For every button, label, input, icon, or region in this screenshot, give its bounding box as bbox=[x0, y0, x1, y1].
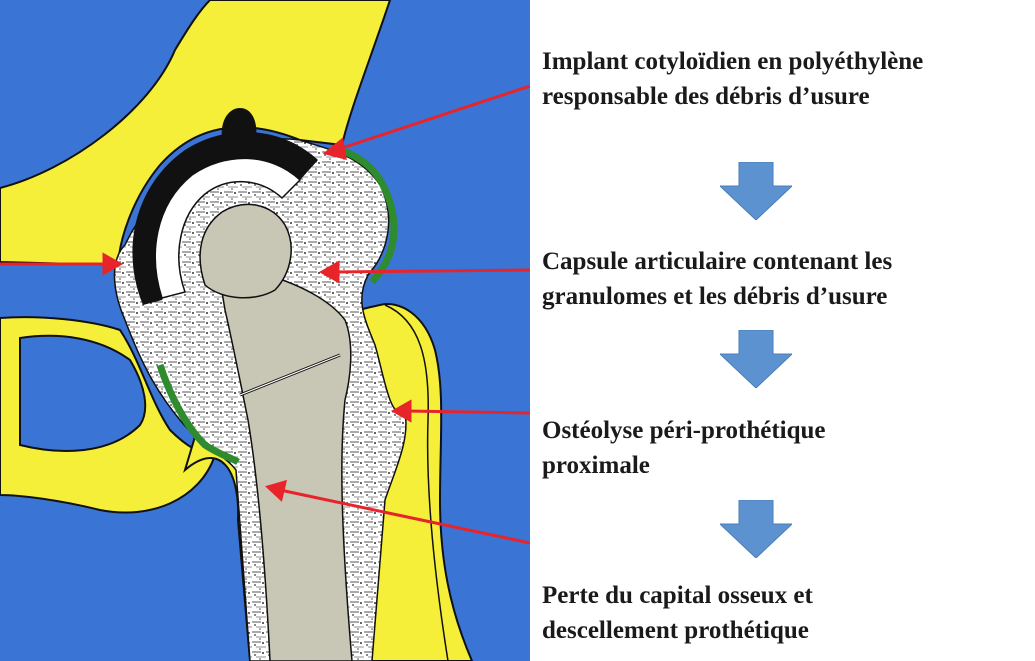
step-label-line: responsable des débris d’usure bbox=[542, 79, 1032, 114]
step-label-line: descellement prothétique bbox=[542, 613, 1032, 648]
hip-prosthesis-illustration bbox=[0, 0, 530, 661]
down-arrow-icon bbox=[720, 500, 792, 558]
step-label-bone-loss: Perte du capital osseux et descellement … bbox=[542, 578, 1032, 648]
step-label-line: Ostéolyse péri-prothétique bbox=[542, 413, 1032, 448]
step-label-line: Perte du capital osseux et bbox=[542, 578, 1032, 613]
step-label-joint-capsule: Capsule articulaire contenant les granul… bbox=[542, 244, 1032, 314]
down-arrow-icon bbox=[720, 330, 792, 388]
step-label-line: Capsule articulaire contenant les bbox=[542, 244, 1032, 279]
down-arrow-icon bbox=[720, 162, 792, 220]
step-label-line: proximale bbox=[542, 448, 1032, 483]
step-label-cup-implant: Implant cotyloïdien en polyéthylène resp… bbox=[542, 44, 1032, 114]
step-label-osteolysis: Ostéolyse péri-prothétique proximale bbox=[542, 413, 1032, 483]
step-label-line: Implant cotyloïdien en polyéthylène bbox=[542, 44, 1032, 79]
femoral-head bbox=[200, 204, 291, 297]
step-label-line: granulomes et les débris d’usure bbox=[542, 279, 1032, 314]
